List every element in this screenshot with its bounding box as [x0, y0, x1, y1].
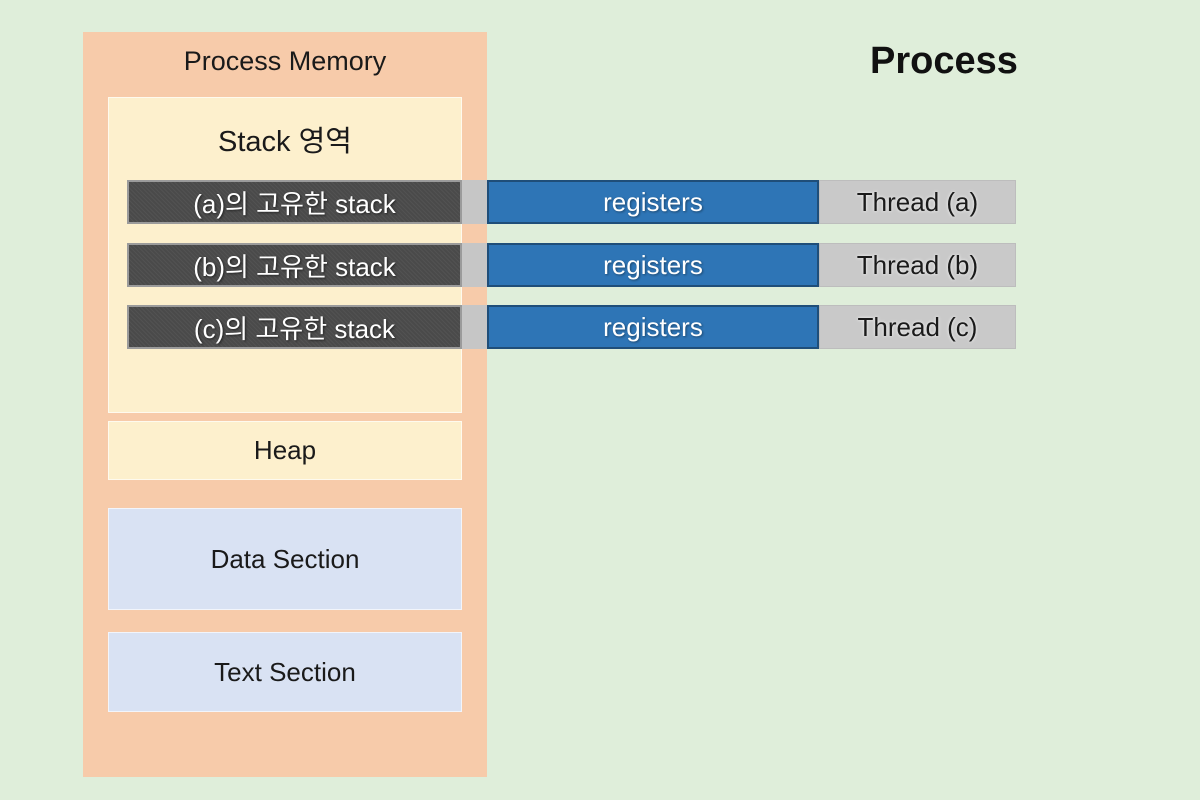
thread-label-b: Thread (b)	[819, 243, 1016, 287]
registers-bar-b: registers	[487, 243, 819, 287]
thread-connector-c	[462, 305, 487, 349]
text-section-box: Text Section	[108, 632, 462, 712]
process-memory-title: Process Memory	[183, 46, 387, 76]
stack-bar-a: (a)의 고유한 stack	[127, 180, 462, 224]
registers-bar-a: registers	[487, 180, 819, 224]
stack-bar-b: (b)의 고유한 stack	[127, 243, 462, 287]
thread-connector-a	[462, 180, 487, 224]
stack-bar-c: (c)의 고유한 stack	[127, 305, 462, 349]
process-title: Process	[870, 40, 1018, 82]
stack-region-title: Stack 영역	[218, 126, 352, 158]
thread-connector-b	[462, 243, 487, 287]
thread-label-c: Thread (c)	[819, 305, 1016, 349]
registers-bar-c: registers	[487, 305, 819, 349]
data-section-box: Data Section	[108, 508, 462, 610]
heap-box: Heap	[108, 421, 462, 480]
thread-label-a: Thread (a)	[819, 180, 1016, 224]
